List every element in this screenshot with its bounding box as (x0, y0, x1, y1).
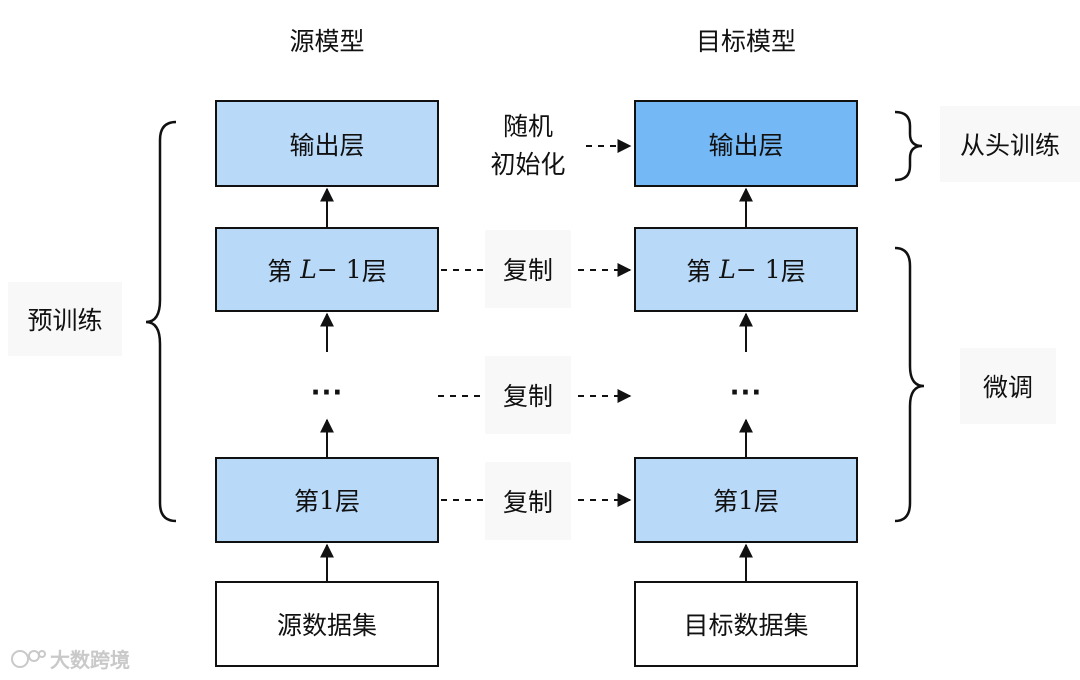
random-init-line2: 初始化 (490, 150, 566, 179)
fine-tune-label: 微调 (960, 348, 1056, 424)
target-layer-1: 第 1 层 (634, 457, 858, 543)
layer-suffix: 层 (780, 256, 806, 286)
copy-label-top: 复制 (485, 230, 571, 308)
layer-expression: − 1 (316, 255, 362, 284)
target-output-layer-label: 输出层 (708, 130, 784, 160)
random-init-line1: 随机 (502, 112, 553, 141)
scratch-brace (894, 110, 923, 182)
layer-suffix: 层 (361, 256, 387, 286)
target-ellipsis: ··· (729, 378, 763, 408)
source-output-layer: 输出层 (215, 100, 439, 187)
layer-variable: L (300, 255, 317, 284)
finetune-brace (894, 246, 925, 523)
watermark-text: 大数跨境 (50, 648, 130, 672)
source-dataset-label: 源数据集 (276, 611, 377, 640)
watermark: 大数跨境 (10, 644, 130, 673)
layer-prefix: 第 (686, 256, 712, 286)
train-from-scratch-label: 从头训练 (940, 106, 1080, 182)
layer-prefix: 第 (267, 256, 293, 286)
target-layer-l-minus-1: 第 L − 1 层 (634, 227, 858, 312)
layer-suffix: 层 (334, 487, 360, 516)
pretrain-label: 预训练 (8, 282, 122, 356)
copy-label-middle: 复制 (485, 356, 571, 434)
layer-prefix: 第 (294, 487, 320, 516)
watermark-logo-icon (11, 649, 46, 668)
layer-number: 1 (319, 485, 335, 515)
source-model-title: 源模型 (289, 27, 365, 56)
source-dataset: 源数据集 (215, 581, 439, 667)
target-output-layer: 输出层 (634, 100, 858, 187)
source-layer-l-minus-1: 第 L − 1 层 (215, 227, 439, 312)
copy-label-bottom: 复制 (485, 462, 571, 540)
layer-number: 1 (738, 485, 754, 515)
layer-suffix: 层 (753, 487, 779, 516)
source-ellipsis: ··· (310, 378, 344, 408)
pretrain-brace (145, 120, 177, 523)
target-model-title: 目标模型 (695, 27, 796, 56)
layer-prefix: 第 (713, 487, 739, 516)
layer-variable: L (719, 255, 736, 284)
target-dataset: 目标数据集 (634, 581, 858, 667)
layer-expression: − 1 (735, 255, 781, 284)
target-dataset-label: 目标数据集 (683, 611, 809, 640)
random-init-label: 随机 初始化 (478, 108, 578, 184)
source-output-layer-label: 输出层 (289, 130, 365, 160)
source-layer-1: 第 1 层 (215, 457, 439, 543)
